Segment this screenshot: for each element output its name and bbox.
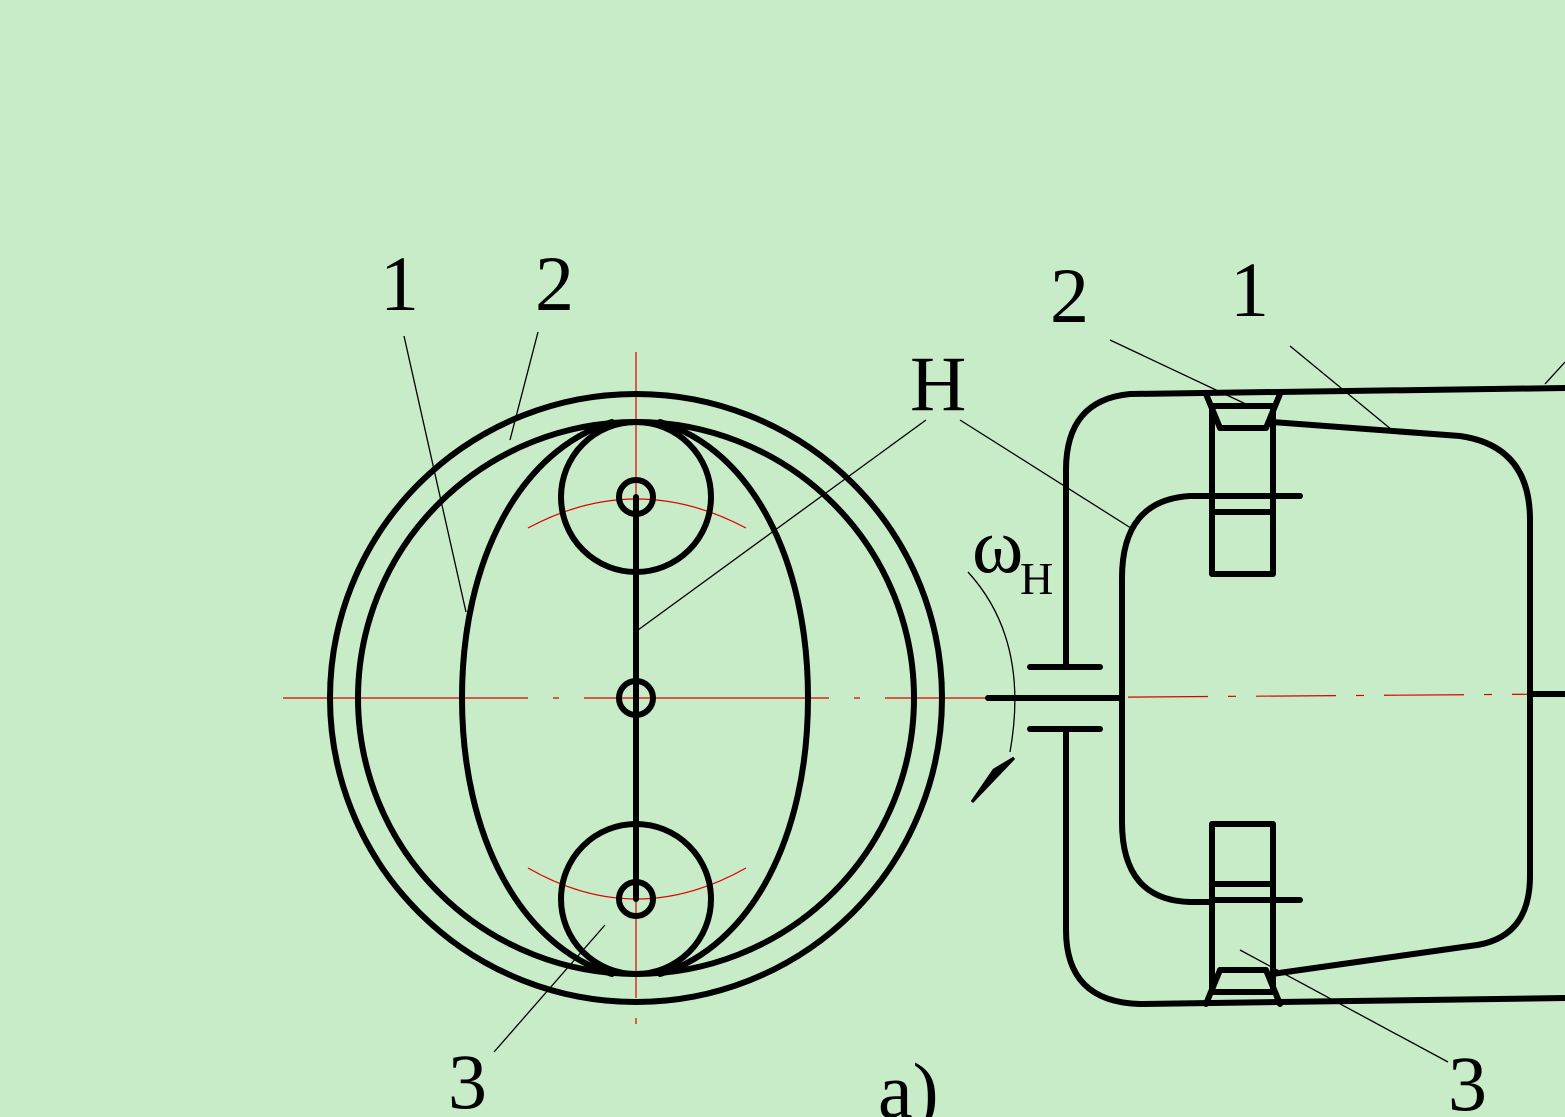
ring-teeth-bottom [1203,967,1283,1007]
inner-lens-left [459,419,615,977]
planet-gear-side-bottom [1209,821,1276,995]
label-2-front: 2 [535,240,574,327]
ring-gear-housing [1063,385,1565,1007]
planet-pin-bottom [616,879,656,919]
leader-edge-side [1544,361,1565,385]
planet-pin-top [616,477,656,517]
planet-gear-side-top [1209,403,1276,577]
leader-3-front [493,924,606,1053]
rotation-arrowhead [970,756,1016,804]
omega-symbol: ω [972,502,1023,589]
leader-1-side [1289,345,1393,431]
output-member [1269,419,1533,977]
ring-teeth-top [1203,391,1283,431]
label-2-side: 2 [1050,252,1089,339]
carrier-side [1119,493,1215,905]
label-3-side: 3 [1448,1040,1487,1117]
label-3-front: 3 [448,1038,487,1117]
label-1-side: 1 [1230,246,1269,333]
leader-2-side [1109,339,1251,407]
inner-lens-right [657,419,811,977]
leader-3-side [1239,949,1449,1063]
rotation-arc [967,571,1016,753]
figure-caption: а) [878,1047,939,1117]
label-1-front: 1 [380,240,419,327]
omega-subscript: H [1020,553,1053,604]
leader-2-front [509,331,539,441]
side-centerline [999,693,1565,699]
leader-H-front [637,419,927,631]
central-shaft-pin [616,678,656,718]
ring-gear-outer-circle [327,391,945,1005]
front-view: 1 2 3 H [283,240,988,1117]
leader-1-front [403,335,467,613]
side-view: 2 1 3 ω H [959,246,1565,1117]
label-H-carrier: H [910,340,966,427]
leader-H-side [959,419,1135,531]
